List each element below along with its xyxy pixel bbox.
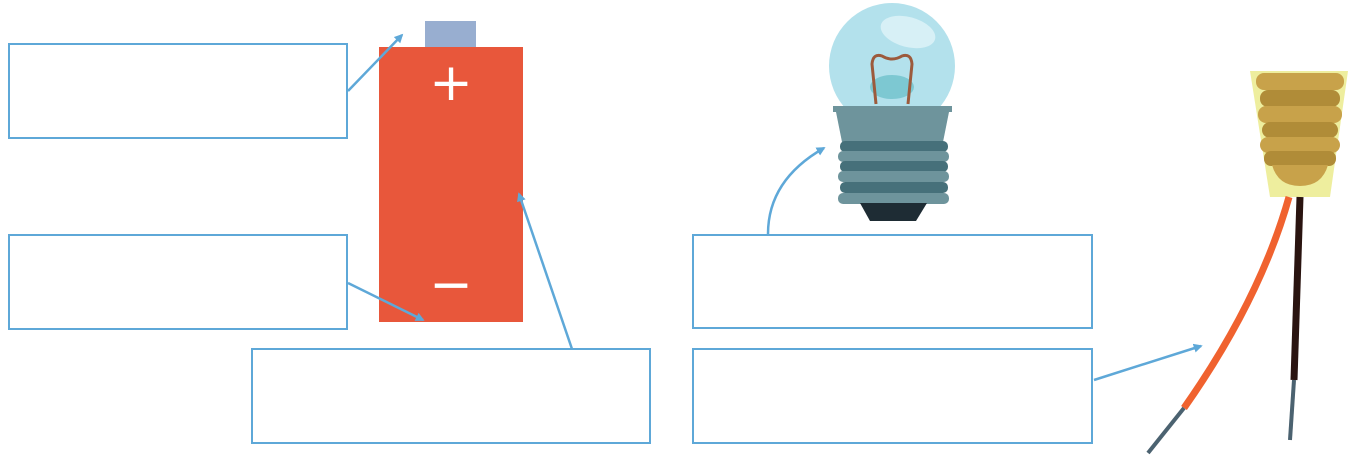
label-box-wires[interactable] <box>692 348 1093 444</box>
label-box-battery-negative[interactable] <box>8 234 348 330</box>
label-box-bulb[interactable] <box>692 234 1093 329</box>
bulb-tip <box>860 203 927 221</box>
bulb-holder-icon <box>1250 71 1348 197</box>
battery-terminal <box>425 21 476 49</box>
label-box-battery-positive[interactable] <box>8 43 348 139</box>
battery-positive-symbol: + <box>429 53 473 113</box>
black-wire-tip <box>1290 380 1294 440</box>
arrow-to-wires <box>1094 346 1201 380</box>
label-box-battery-body[interactable] <box>251 348 651 444</box>
wires-icon <box>1148 197 1300 453</box>
arrow-to-battery-body <box>519 194 572 349</box>
bulb-collar <box>833 106 952 112</box>
black-wire <box>1294 197 1300 380</box>
battery-icon: + − <box>379 21 523 322</box>
arrow-to-bulb <box>768 148 824 234</box>
battery-negative-symbol: − <box>429 255 473 315</box>
red-wire <box>1184 197 1289 408</box>
red-wire-tip <box>1148 408 1184 453</box>
light-bulb-icon <box>829 3 955 221</box>
